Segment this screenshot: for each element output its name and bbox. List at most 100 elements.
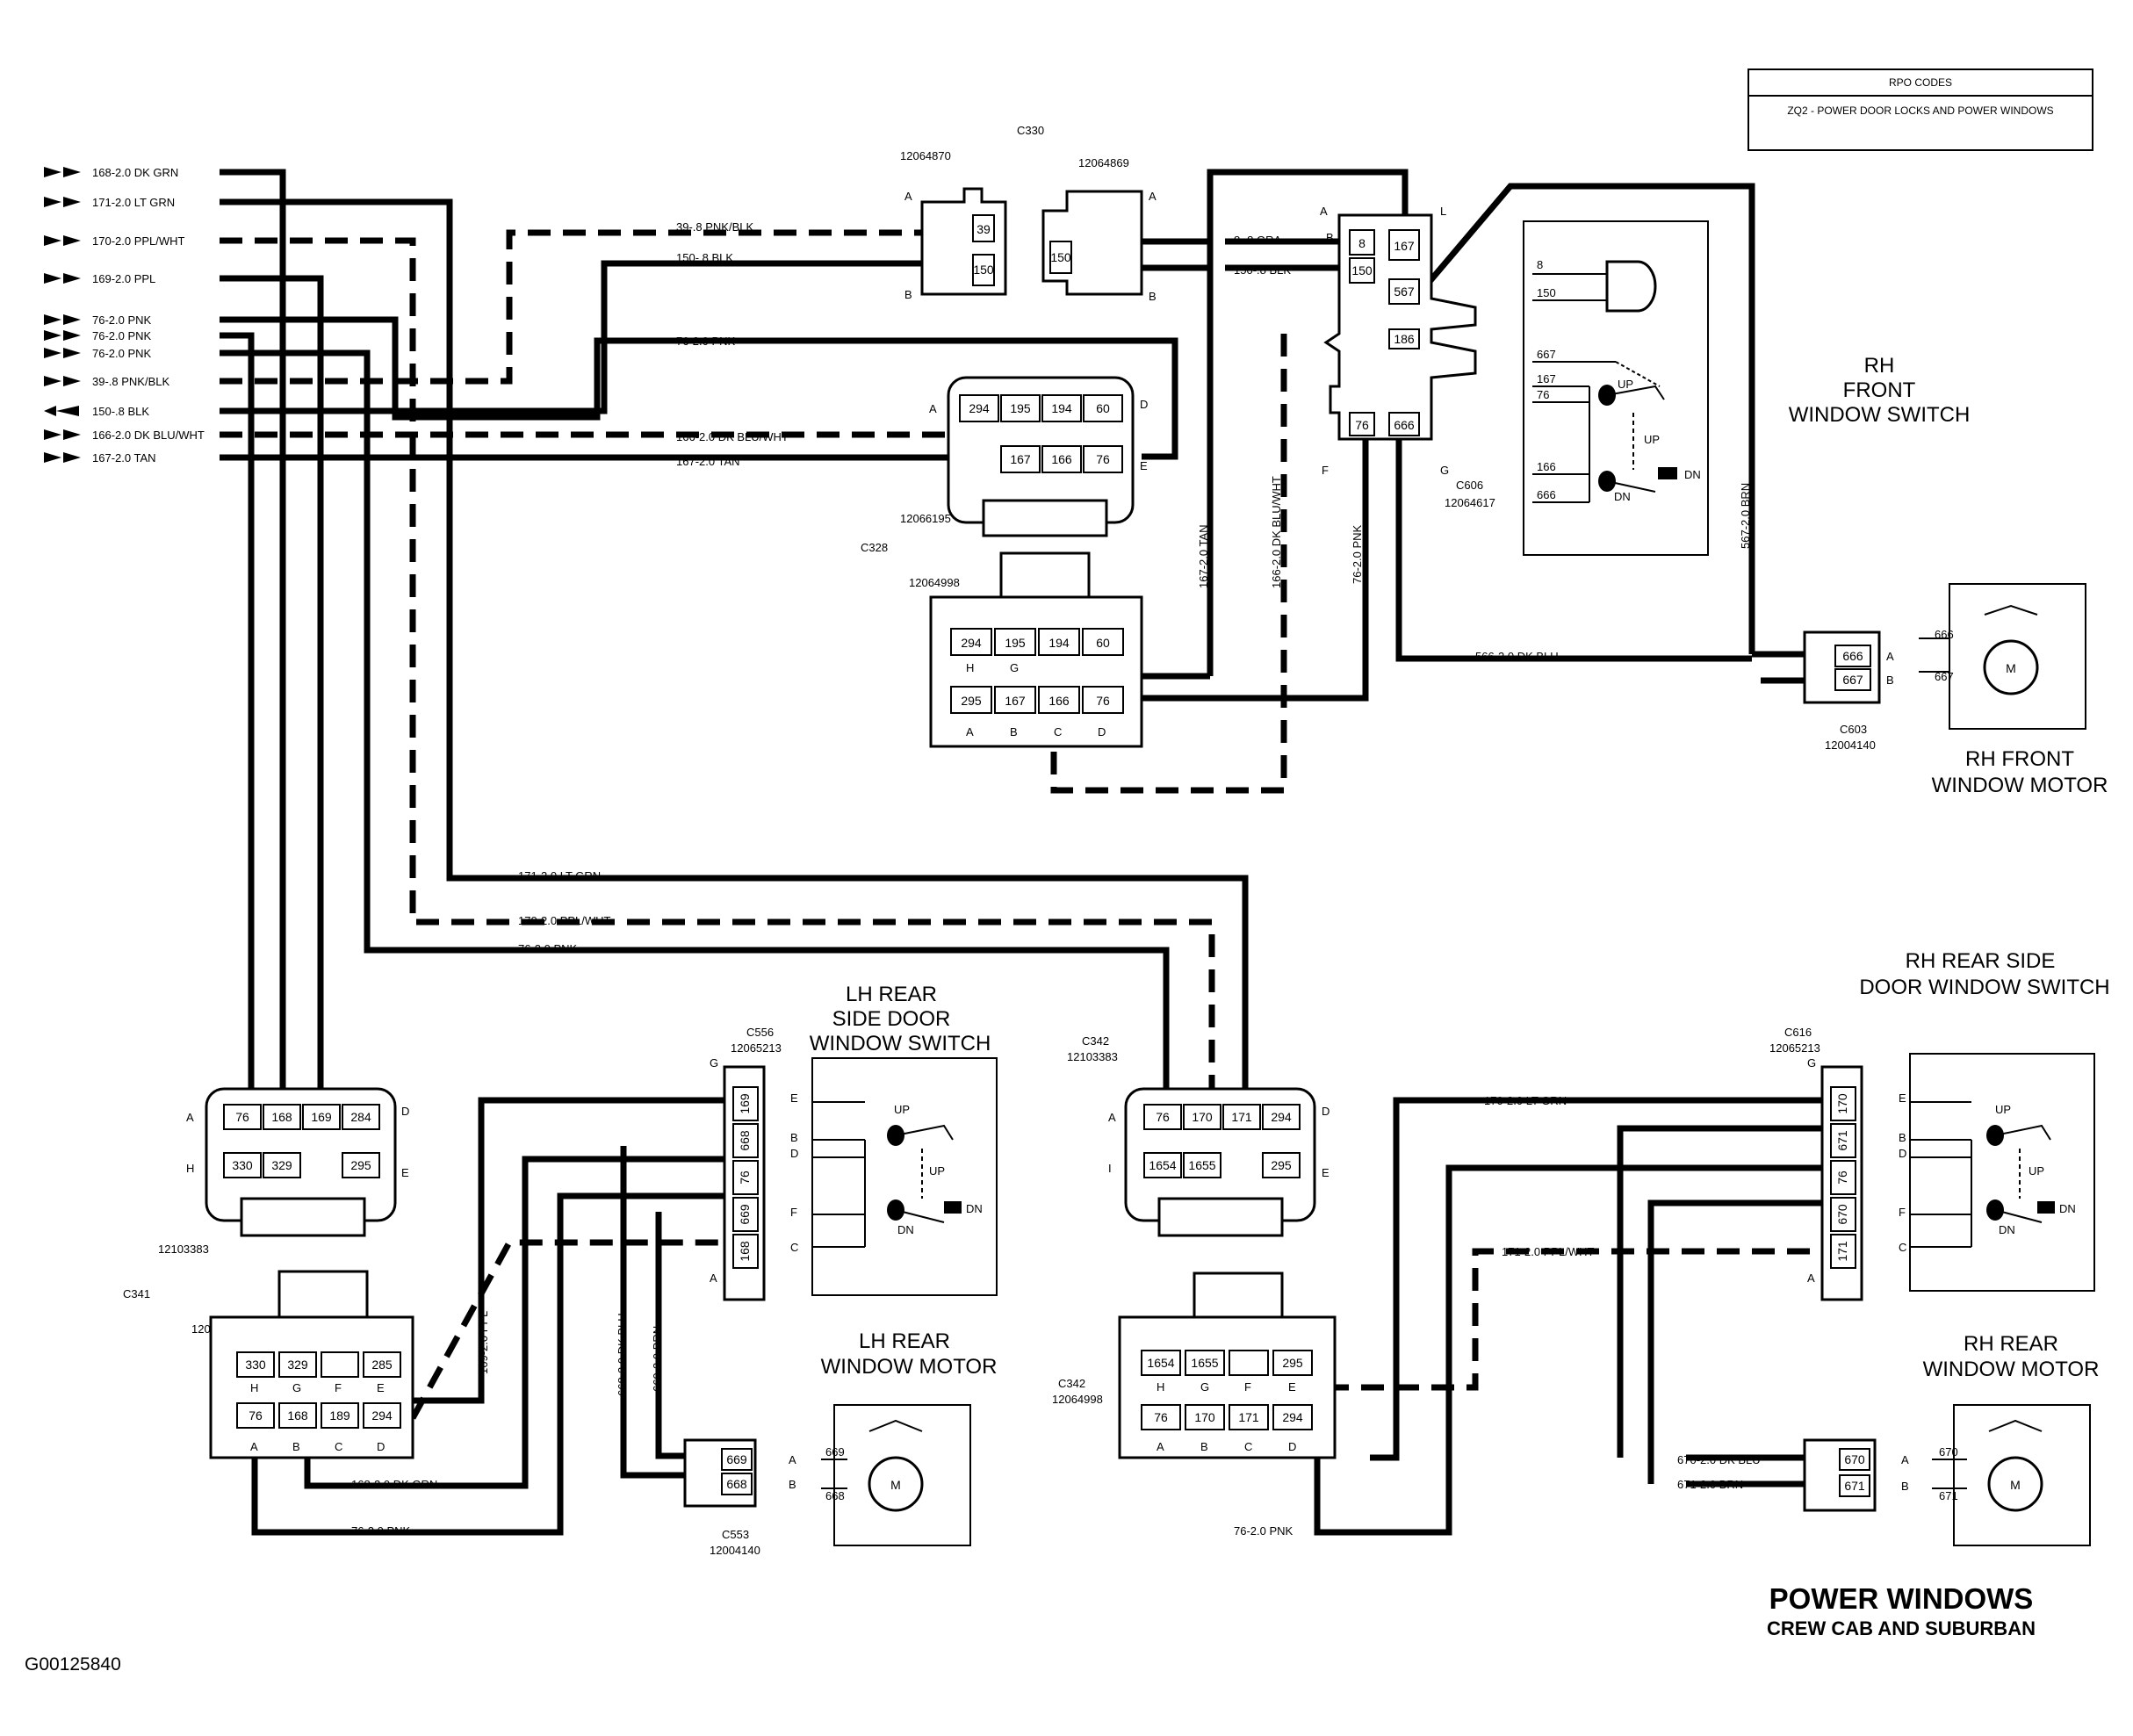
terminal-number: 8 — [1537, 258, 1543, 271]
pin-letter: D — [790, 1147, 798, 1160]
pin — [1229, 1350, 1269, 1376]
left-wire-label: 169-2.0 PPL — [92, 272, 155, 285]
switch-dn-label: DN — [966, 1202, 983, 1215]
switch-up-label: UP — [1995, 1103, 2011, 1116]
wire-label: 566-2.0 DK BLU — [1475, 650, 1559, 663]
pin-letter: A — [966, 725, 974, 738]
connector-c553: 669 668 A B C553 12004140 — [683, 1438, 796, 1557]
connector-name: C616 — [1784, 1026, 1812, 1039]
pin-letter: A — [1886, 650, 1894, 663]
pin-letter: B — [1200, 1440, 1208, 1453]
motor-terminal: 669 — [825, 1445, 845, 1459]
pin-letter: C — [1244, 1440, 1252, 1453]
pin-letter: A — [710, 1271, 717, 1285]
left-wire-label: 168-2.0 DK GRN — [92, 166, 178, 179]
pin-number: 666 — [1394, 418, 1415, 432]
pin-letter: F — [1322, 464, 1329, 477]
wire-label: 170-2.0 PPL/WHT — [518, 914, 611, 927]
pin-letter: B — [790, 1131, 798, 1144]
pin-letter: B — [1886, 674, 1894, 687]
pin-number: 195 — [1010, 401, 1031, 415]
rpo-code-description: ZQ2 - POWER DOOR LOCKS AND POWER WINDOWS — [1787, 104, 2054, 117]
left-wire-label: 76-2.0 PNK — [92, 313, 152, 327]
pin — [1082, 686, 1124, 714]
rpo-codes-box: RPO CODES ZQ2 - POWER DOOR LOCKS AND POW… — [1747, 68, 2093, 151]
connector-c616: C616 12065213 170 671 76 670 171 E B D F… — [1769, 1026, 1906, 1301]
pin-number: 670 — [1844, 1452, 1865, 1466]
connector-name: C556 — [746, 1026, 774, 1039]
pin-number: 284 — [350, 1110, 371, 1124]
pin — [1082, 628, 1124, 656]
connector-name: C328 — [861, 541, 888, 554]
pin-letter: D — [1288, 1440, 1296, 1453]
connector-part-number: 12065213 — [1769, 1041, 1820, 1055]
wire-label: 668-2.0 DK BLU — [616, 1313, 629, 1396]
rh-rear-window-motor: RH REAR WINDOW MOTOR 670 671 M — [1923, 1332, 2099, 1546]
wire-label: 670-2.0 DK BLU — [1677, 1453, 1761, 1466]
pin-number: 567 — [1394, 285, 1415, 299]
switch-actuator-icon — [2037, 1201, 2055, 1214]
pin — [1830, 1086, 1856, 1121]
left-wire-label: 39-.8 PNK/BLK — [92, 375, 169, 388]
wire-label: 171-2.0 PPL/WHT — [1502, 1245, 1595, 1258]
pin-number: 167 — [1005, 694, 1026, 708]
pin-letter: B — [1901, 1480, 1909, 1493]
pin-number: 330 — [232, 1158, 253, 1172]
pin — [1049, 241, 1072, 274]
pin-number: 168 — [271, 1110, 292, 1124]
motor-terminal: 668 — [825, 1489, 845, 1502]
connector-c342-upper: C342 12103383 76 170 171 294 1654 1655 2… — [1067, 1034, 1330, 1237]
left-wire-label: 76-2.0 PNK — [92, 347, 152, 360]
pin-letter: E — [1140, 459, 1148, 472]
pin-number: 167 — [1394, 239, 1415, 253]
pin-letter: G — [710, 1056, 718, 1070]
pin-number: 39 — [976, 222, 991, 236]
component-label: WINDOW SWITCH — [810, 1032, 991, 1055]
connector-name: C342 — [1082, 1034, 1109, 1048]
pin — [1262, 1104, 1301, 1130]
wire-label: 170-2.0 LT GRN — [1484, 1094, 1567, 1107]
pin-letter: G — [1200, 1380, 1209, 1394]
wire-label: 671-2.0 BRN — [1677, 1478, 1743, 1491]
pin-number: 295 — [961, 694, 982, 708]
component-label: RH — [1864, 354, 1895, 378]
wire-label: 39-.8 PNK/BLK — [676, 220, 753, 234]
left-wire-label: 150-.8 BLK — [92, 405, 149, 418]
diagram-title: POWER WINDOWS — [1769, 1582, 2034, 1615]
wire-label: 169-2.0 PPL — [477, 1311, 490, 1374]
pin-letter: G — [292, 1381, 301, 1394]
pin-number: 1655 — [1188, 1158, 1215, 1172]
component-label: RH REAR — [1964, 1332, 2058, 1356]
connector-c341-upper: 76 168 169 284 330 329 295 A H D E 12103… — [123, 1087, 409, 1300]
connector-part-number: 12064998 — [909, 576, 960, 589]
component-label: WINDOW MOTOR — [821, 1355, 998, 1379]
pin — [1222, 1104, 1261, 1130]
pin — [1388, 229, 1420, 261]
pin-number: 76 — [1355, 418, 1369, 432]
pin-letter: A — [1320, 205, 1328, 218]
pin-letter: A — [1157, 1440, 1164, 1453]
pin — [1141, 1350, 1181, 1376]
motor-symbol: M — [2010, 1478, 2021, 1492]
pin-number: 295 — [1282, 1356, 1303, 1370]
wire-label: 150-.8 BLK — [676, 251, 733, 264]
pin — [223, 1104, 262, 1130]
pin — [302, 1104, 341, 1130]
pin — [994, 686, 1036, 714]
diagram-subtitle: CREW CAB AND SUBURBAN — [1767, 1617, 2036, 1639]
switch-up-label: UP — [2029, 1164, 2044, 1178]
terminal-number: 666 — [1537, 488, 1556, 501]
pin-letter: D — [401, 1105, 409, 1118]
pin-number: 171 — [1835, 1241, 1849, 1262]
switch-dn-label: DN — [1614, 490, 1631, 503]
connector-part-number: 12064998 — [1052, 1393, 1103, 1406]
pin — [1083, 394, 1123, 422]
pin-number: 189 — [329, 1408, 350, 1423]
pin — [1262, 1152, 1301, 1178]
pin-number: 76 — [1835, 1171, 1849, 1185]
pin-letter: C — [1899, 1241, 1906, 1254]
rh-front-switch-schematic: 8 150 667 167 76 166 666 UP UP DN DN — [1523, 220, 1709, 556]
connector-name: C342 — [1058, 1377, 1085, 1390]
switch-up-label: UP — [1618, 378, 1633, 391]
pin — [1185, 1404, 1225, 1430]
